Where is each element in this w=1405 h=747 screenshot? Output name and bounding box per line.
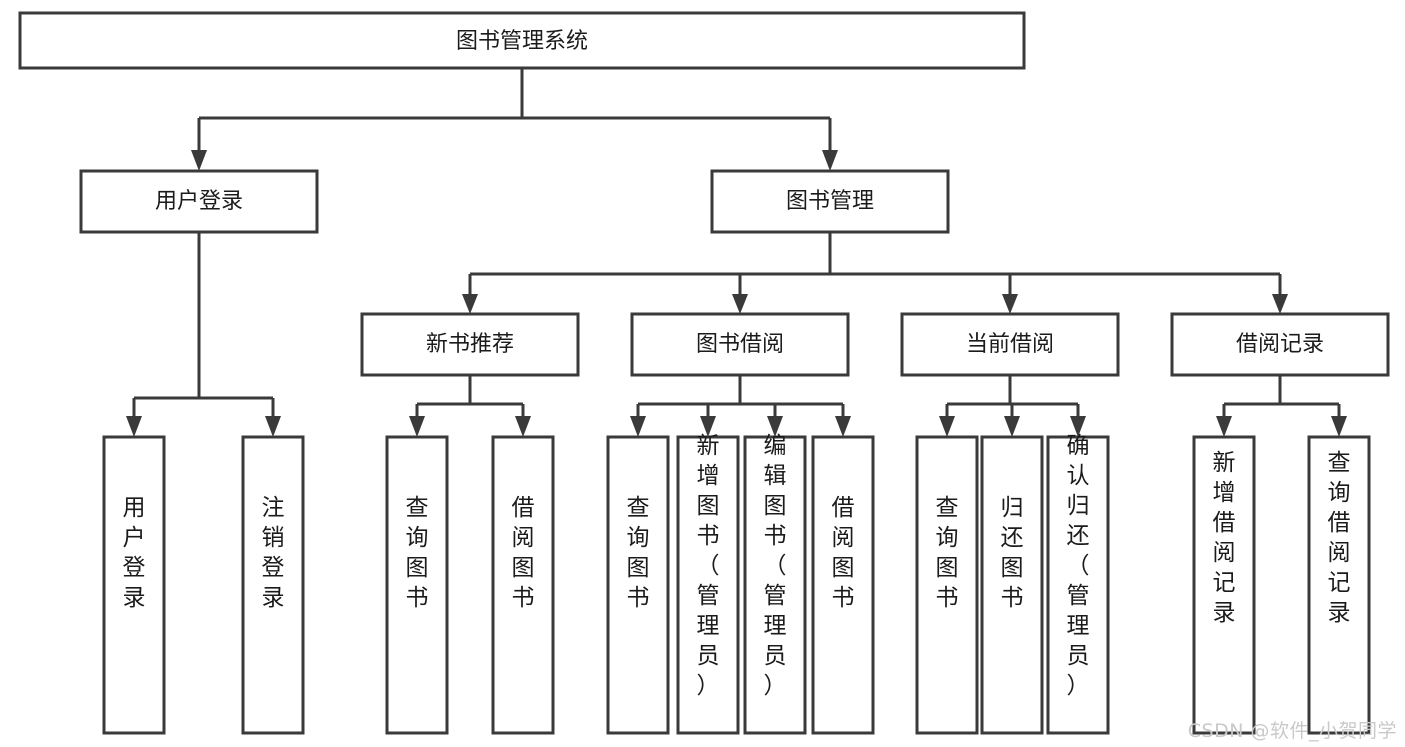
arrow-head-current (1002, 294, 1018, 314)
arrow-head-leaf-add-book (700, 416, 716, 437)
arrow-head-bookmgmt (822, 150, 838, 171)
arrow-head-leaf-query-record (1331, 416, 1347, 437)
node-root-box[interactable] (18, 11, 1026, 70)
node-leaf-query-book-2-label: 查询图书 (627, 495, 650, 611)
node-leaf-user-logout-label: 注销登录 (262, 495, 285, 611)
node-root-label: 图书管理系统 (456, 29, 588, 54)
arrow-head-leaf-add-record (1216, 416, 1232, 437)
arrow-head-newbook (462, 294, 478, 314)
node-newbook[interactable]: 新书推荐 (360, 312, 580, 377)
connector-group-login-to-leaves (126, 232, 281, 437)
node-leaf-query-book-3[interactable]: 查询图书 (915, 435, 979, 735)
arrow-head-leaf-edit-book (767, 416, 783, 437)
node-borrow-box[interactable] (630, 312, 850, 377)
arrow-head-leaf-user-login (126, 416, 142, 437)
node-leaf-query-book-2-box[interactable] (606, 435, 670, 735)
node-leaf-borrow-book-1[interactable]: 借阅图书 (491, 435, 555, 735)
node-leaf-return-book-label: 归还图书 (1001, 495, 1024, 611)
node-leaf-query-book-1[interactable]: 查询图书 (385, 435, 449, 735)
arrow-head-leaf-confirm-return (1070, 416, 1086, 437)
node-leaf-add-record-label: 新增借阅记录 (1213, 450, 1236, 626)
node-leaf-borrow-book-2[interactable]: 借阅图书 (811, 435, 875, 735)
node-leaf-user-logout-box[interactable] (241, 435, 305, 735)
node-leaf-add-record[interactable]: 新增借阅记录 (1192, 435, 1256, 735)
node-leaf-edit-book[interactable]: 编辑图书（管理员） (743, 433, 807, 735)
arrow-head-leaf-borrow-book-1 (515, 416, 531, 437)
node-leaf-user-login-label: 用户登录 (123, 495, 146, 611)
connector-group-records-to-leaves (1216, 375, 1347, 437)
node-leaf-add-book-box[interactable] (676, 435, 740, 735)
node-leaf-add-record-box[interactable] (1192, 435, 1256, 735)
node-leaf-return-book[interactable]: 归还图书 (980, 435, 1044, 735)
node-borrow[interactable]: 图书借阅 (630, 312, 850, 377)
node-leaf-query-book-1-box[interactable] (385, 435, 449, 735)
arrow-head-borrow (732, 294, 748, 314)
node-leaf-add-book[interactable]: 新增图书（管理员） (676, 433, 740, 735)
node-records-box[interactable] (1170, 312, 1390, 377)
connector-group-current-to-leaves (939, 375, 1086, 437)
node-leaf-query-book-2[interactable]: 查询图书 (606, 435, 670, 735)
node-current-label: 当前借阅 (966, 332, 1054, 357)
connector-group-newbook-to-leaves (409, 375, 531, 437)
node-leaf-user-login[interactable]: 用户登录 (102, 435, 166, 735)
node-login[interactable]: 用户登录 (79, 169, 319, 234)
node-leaf-confirm-return-box[interactable] (1046, 435, 1110, 735)
node-leaf-borrow-book-2-box[interactable] (811, 435, 875, 735)
node-leaf-user-login-box[interactable] (102, 435, 166, 735)
node-leaf-borrow-book-2-label: 借阅图书 (832, 495, 855, 611)
arrow-head-leaf-query-book-3 (939, 416, 955, 437)
node-leaf-edit-book-box[interactable] (743, 435, 807, 735)
node-leaf-query-book-3-box[interactable] (915, 435, 979, 735)
node-bookmgmt[interactable]: 图书管理 (710, 169, 950, 234)
node-leaf-query-book-1-label: 查询图书 (406, 495, 429, 611)
node-borrow-label: 图书借阅 (696, 332, 784, 357)
connector-group-root-to-level1 (191, 68, 838, 171)
node-records-label: 借阅记录 (1236, 332, 1324, 357)
node-current[interactable]: 当前借阅 (900, 312, 1120, 377)
node-login-box[interactable] (79, 169, 319, 234)
node-leaf-borrow-book-1-label: 借阅图书 (512, 495, 535, 611)
node-root[interactable]: 图书管理系统 (18, 11, 1026, 70)
node-leaf-confirm-return-label: 确认归还（管理员） (1067, 433, 1090, 699)
arrow-head-leaf-return-book (1004, 416, 1020, 437)
arrow-head-leaf-borrow-book-2 (835, 416, 851, 437)
arrow-head-records (1272, 294, 1288, 314)
connector-group-borrow-to-leaves (630, 375, 851, 437)
node-leaf-add-book-label: 新增图书（管理员） (697, 433, 720, 699)
node-records[interactable]: 借阅记录 (1170, 312, 1390, 377)
node-leaf-borrow-book-1-box[interactable] (491, 435, 555, 735)
node-leaf-query-record[interactable]: 查询借阅记录 (1307, 435, 1371, 735)
arrow-head-leaf-query-book-2 (630, 416, 646, 437)
arrow-head-leaf-query-book-1 (409, 416, 425, 437)
node-bookmgmt-box[interactable] (710, 169, 950, 234)
node-leaf-user-logout[interactable]: 注销登录 (241, 435, 305, 735)
node-bookmgmt-label: 图书管理 (786, 189, 874, 214)
node-newbook-box[interactable] (360, 312, 580, 377)
node-leaf-query-record-label: 查询借阅记录 (1328, 450, 1351, 626)
connector-group-bookmgmt-to-level2 (462, 232, 1288, 314)
node-leaf-edit-book-label: 编辑图书（管理员） (764, 433, 787, 699)
node-leaf-query-record-box[interactable] (1307, 435, 1371, 735)
arrow-head-login (191, 150, 207, 171)
node-newbook-label: 新书推荐 (426, 332, 514, 357)
arrow-head-leaf-user-logout (265, 416, 281, 437)
node-current-box[interactable] (900, 312, 1120, 377)
node-leaf-confirm-return[interactable]: 确认归还（管理员） (1046, 433, 1110, 735)
node-leaf-return-book-box[interactable] (980, 435, 1044, 735)
watermark-text: CSDN @软件_小贺同学 (1187, 720, 1397, 742)
node-login-label: 用户登录 (155, 189, 243, 214)
node-leaf-query-book-3-label: 查询图书 (936, 495, 959, 611)
